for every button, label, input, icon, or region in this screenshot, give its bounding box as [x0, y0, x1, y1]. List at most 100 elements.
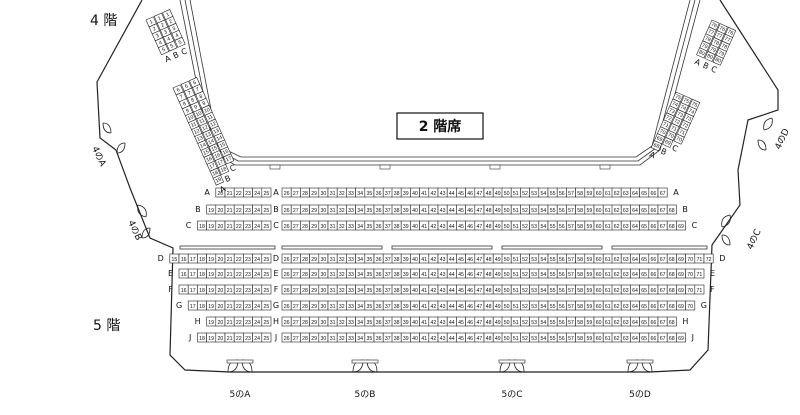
- seat-38[interactable]: 38: [391, 316, 402, 327]
- seat-17[interactable]: 17: [223, 153, 235, 165]
- seat-17[interactable]: 17: [187, 300, 198, 311]
- seat-24[interactable]: 24: [252, 253, 263, 264]
- seat-25[interactable]: 25: [261, 300, 272, 311]
- seat-29[interactable]: 29: [309, 204, 320, 215]
- seat-43[interactable]: 43: [437, 220, 448, 231]
- seat-71[interactable]: 71: [694, 284, 705, 295]
- seat-30[interactable]: 30: [318, 187, 329, 198]
- seat-59[interactable]: 59: [584, 284, 595, 295]
- seat-52[interactable]: 52: [520, 268, 530, 279]
- seat-45[interactable]: 45: [456, 220, 466, 231]
- seat-37[interactable]: 37: [382, 284, 393, 295]
- seat-61[interactable]: 61: [602, 284, 613, 295]
- seat-30[interactable]: 30: [318, 220, 329, 231]
- seat-63[interactable]: 63: [620, 204, 631, 215]
- door-4d[interactable]: 4のD: [757, 117, 792, 151]
- seat-65[interactable]: 65: [639, 284, 650, 295]
- seat-53[interactable]: 53: [529, 268, 540, 279]
- seat-62[interactable]: 62: [611, 253, 622, 264]
- seat-25[interactable]: 25: [261, 284, 272, 295]
- seat-17[interactable]: 17: [187, 284, 198, 295]
- seat-66[interactable]: 66: [648, 253, 659, 264]
- seat-58[interactable]: 58: [575, 300, 586, 311]
- seat-68[interactable]: 68: [666, 300, 677, 311]
- seat-31[interactable]: 31: [327, 268, 338, 279]
- seat-48[interactable]: 48: [483, 300, 494, 311]
- seat-51[interactable]: 51: [510, 268, 521, 279]
- seat-23[interactable]: 23: [243, 284, 253, 295]
- seat-61[interactable]: 61: [602, 268, 613, 279]
- seat-28[interactable]: 28: [300, 187, 310, 198]
- seat-13[interactable]: 13: [194, 132, 206, 144]
- seat-52[interactable]: 52: [520, 332, 530, 343]
- seat-18[interactable]: 18: [197, 300, 207, 311]
- seat-68[interactable]: 68: [666, 284, 677, 295]
- seat-34[interactable]: 34: [355, 332, 366, 343]
- seat-38[interactable]: 38: [391, 300, 402, 311]
- seat-26[interactable]: 26: [281, 268, 292, 279]
- seat-46[interactable]: 46: [465, 253, 476, 264]
- seat-64[interactable]: 64: [630, 268, 640, 279]
- seat-60[interactable]: 60: [593, 268, 604, 279]
- seat-31[interactable]: 31: [327, 204, 338, 215]
- seat-20[interactable]: 20: [215, 316, 226, 327]
- seat-24[interactable]: 24: [252, 204, 263, 215]
- seat-20[interactable]: 20: [215, 220, 226, 231]
- seat-35[interactable]: 35: [364, 253, 375, 264]
- seat-19[interactable]: 19: [206, 316, 217, 327]
- seat-57[interactable]: 57: [566, 204, 576, 215]
- seat-53[interactable]: 53: [529, 220, 540, 231]
- seat-43[interactable]: 43: [437, 268, 448, 279]
- seat-51[interactable]: 51: [510, 187, 521, 198]
- seat-19[interactable]: 19: [206, 332, 217, 343]
- seat-50[interactable]: 50: [501, 316, 512, 327]
- seat-1[interactable]: 1: [162, 9, 174, 21]
- seat-41[interactable]: 41: [419, 187, 430, 198]
- seat-63[interactable]: 63: [620, 253, 631, 264]
- seat-30[interactable]: 30: [318, 253, 329, 264]
- seat-51[interactable]: 51: [510, 316, 521, 327]
- seat-70[interactable]: 70: [685, 268, 696, 279]
- seat-33[interactable]: 33: [346, 204, 356, 215]
- seat-8[interactable]: 8: [178, 98, 190, 110]
- seat-31[interactable]: 31: [327, 253, 338, 264]
- seat-55[interactable]: 55: [547, 284, 558, 295]
- seat-70[interactable]: 70: [685, 284, 696, 295]
- seat-50[interactable]: 50: [501, 220, 512, 231]
- seat-50[interactable]: 50: [501, 268, 512, 279]
- seat-15[interactable]: 15: [208, 143, 220, 155]
- seat-48[interactable]: 48: [483, 284, 494, 295]
- seat-40[interactable]: 40: [410, 316, 420, 327]
- seat-13[interactable]: 13: [210, 125, 222, 137]
- seat-55[interactable]: 55: [547, 220, 558, 231]
- seat-51[interactable]: 51: [510, 253, 521, 264]
- seat-51[interactable]: 51: [510, 284, 521, 295]
- door-5a[interactable]: 5のA: [226, 359, 254, 400]
- seat-41[interactable]: 41: [419, 268, 430, 279]
- seat-65[interactable]: 65: [639, 187, 650, 198]
- seat-21[interactable]: 21: [224, 332, 235, 343]
- seat-27[interactable]: 27: [290, 316, 301, 327]
- seat-37[interactable]: 37: [382, 187, 393, 198]
- seat-58[interactable]: 58: [575, 187, 586, 198]
- seat-41[interactable]: 41: [419, 253, 430, 264]
- seat-35[interactable]: 35: [364, 220, 375, 231]
- seat-30[interactable]: 30: [318, 284, 329, 295]
- seat-49[interactable]: 49: [492, 332, 503, 343]
- seat-30[interactable]: 30: [318, 300, 329, 311]
- seat-38[interactable]: 38: [391, 253, 402, 264]
- seat-24[interactable]: 24: [252, 220, 263, 231]
- seat-19[interactable]: 19: [206, 284, 217, 295]
- seat-18[interactable]: 18: [197, 253, 207, 264]
- seat-49[interactable]: 49: [492, 268, 503, 279]
- seat-44[interactable]: 44: [446, 253, 457, 264]
- seat-39[interactable]: 39: [400, 204, 411, 215]
- seat-59[interactable]: 59: [584, 332, 595, 343]
- seat-38[interactable]: 38: [391, 268, 402, 279]
- seat-9[interactable]: 9: [181, 105, 194, 117]
- seat-45[interactable]: 45: [456, 187, 466, 198]
- seat-44[interactable]: 44: [446, 284, 457, 295]
- seat-28[interactable]: 28: [300, 332, 310, 343]
- seat-48[interactable]: 48: [483, 268, 494, 279]
- seat-19[interactable]: 19: [206, 220, 217, 231]
